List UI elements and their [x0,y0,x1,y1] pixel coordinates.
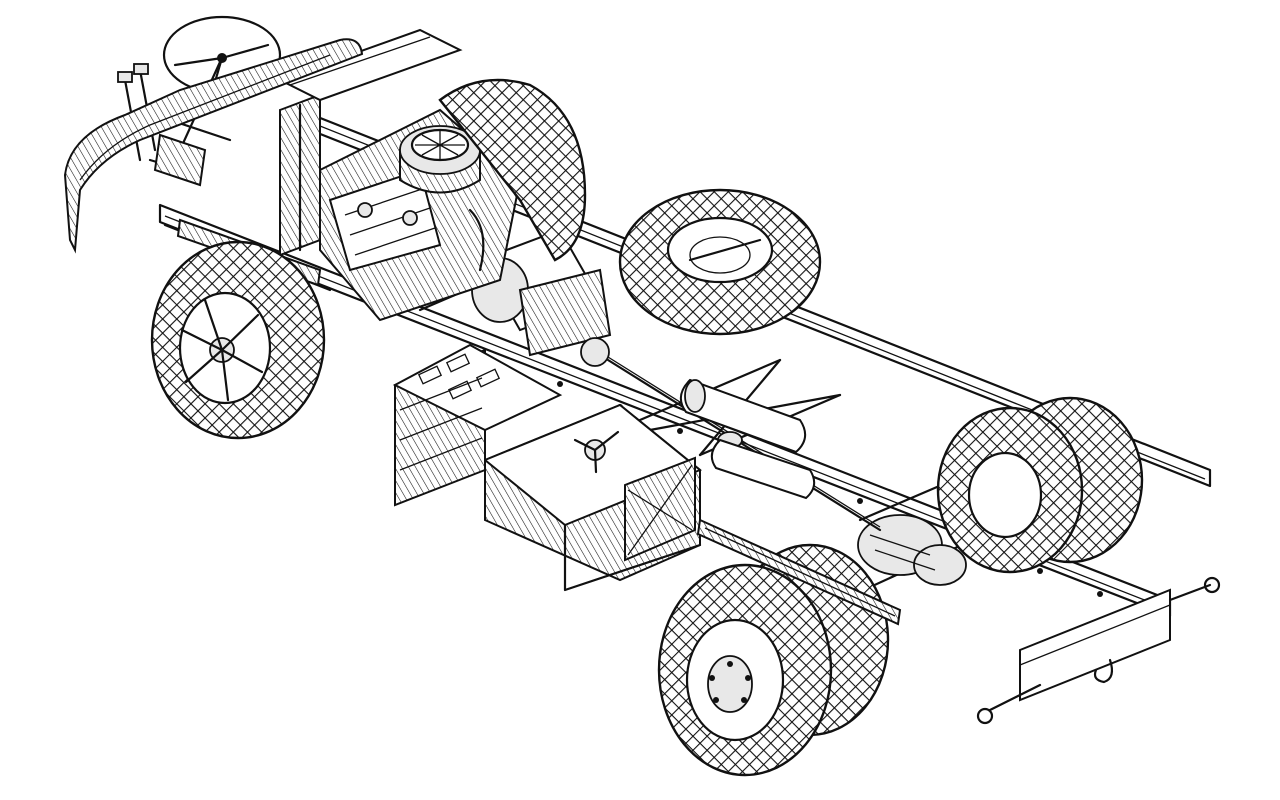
front-wheel [150,240,326,440]
air-receiver [679,378,816,500]
air-filter [399,125,481,194]
rear-spring [696,518,902,626]
front-wheel-far [438,78,587,262]
rear-crossmember [1019,588,1171,702]
radiator [279,93,321,257]
fuel-cap [573,430,620,474]
rear-dual-wheel [936,396,1144,574]
wheel-spokes [180,298,264,402]
tow-hook [976,576,1221,725]
front-bumper [63,38,364,254]
wheel-nuts [709,661,751,703]
battery-cells [417,353,501,400]
battery-box [392,343,563,507]
rear-dual-wheel-near [657,543,890,777]
spare-wheel [618,188,822,336]
cab-floor [277,28,463,102]
fuel-tank [483,403,702,592]
